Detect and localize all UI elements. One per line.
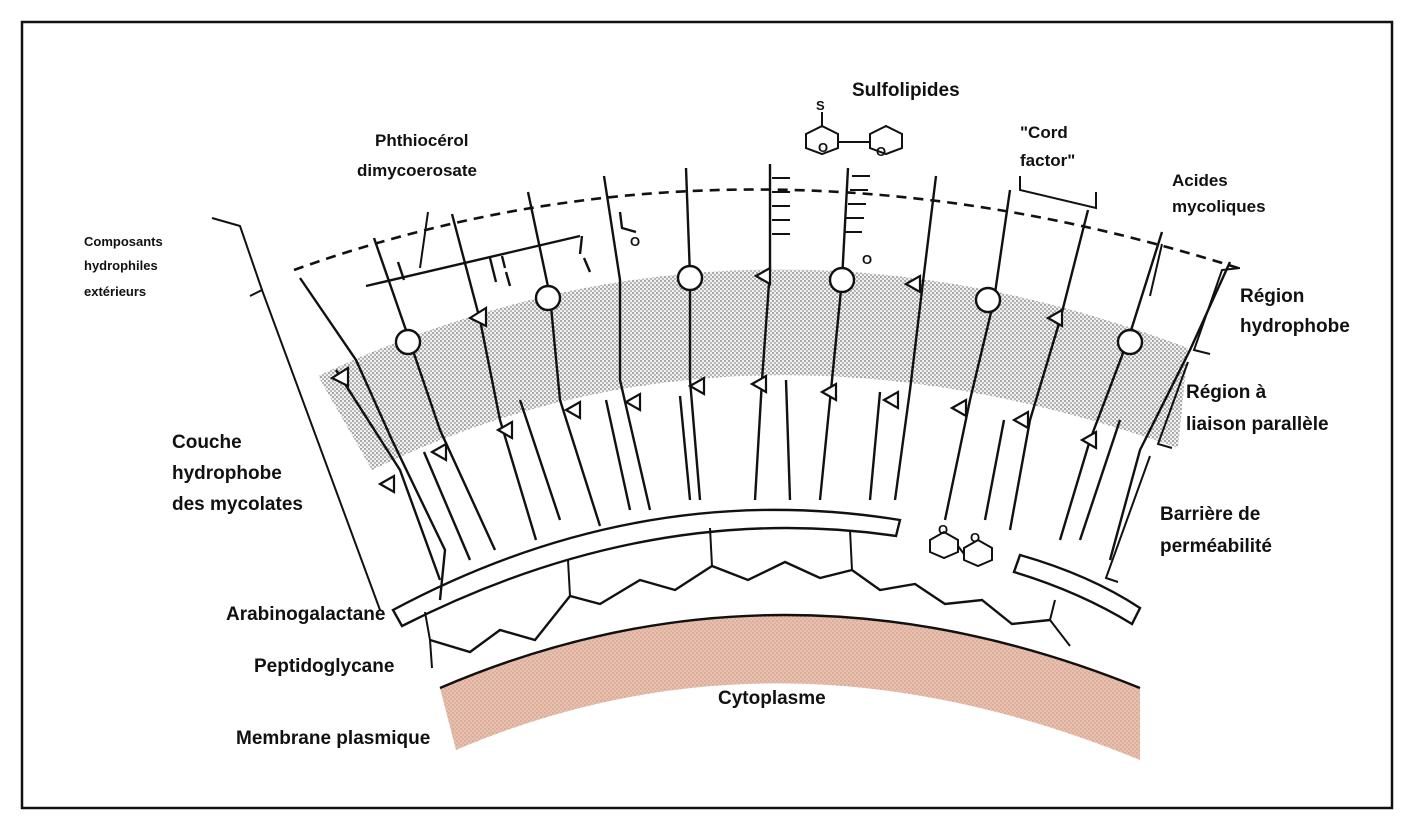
sulfolipid-sugar-rings	[805, 112, 903, 156]
cyclopropane-triangles	[329, 266, 1098, 494]
sulfolipid-ticks	[772, 175, 870, 235]
label-composants-line1: Composants	[84, 234, 163, 249]
label-couche-line1: Couche	[172, 432, 242, 453]
label-region-hydrophobe-line2: hydrophobe	[1240, 316, 1350, 337]
label-oxygen-6: O	[970, 530, 980, 545]
cord-factor-sugar-rings	[929, 530, 993, 568]
label-peptidoglycane: Peptidoglycane	[254, 656, 394, 677]
plasma-membrane-outline	[439, 613, 1141, 690]
label-cord-factor-line2: factor"	[1020, 151, 1075, 170]
arabinogalactane-band-left	[391, 508, 902, 628]
label-region-liaison-line2: liaison parallèle	[1186, 414, 1329, 435]
label-sulfur: S	[816, 98, 825, 113]
label-oxygen-2: O	[876, 144, 886, 159]
label-oxygen-5: O	[938, 522, 948, 537]
brackets	[211, 176, 1241, 611]
figure-frame	[20, 20, 1394, 810]
phthiocerol-comb	[365, 211, 637, 288]
label-composants-line3: extérieurs	[84, 284, 146, 299]
label-acides-line2: mycoliques	[1172, 197, 1266, 216]
label-oxygen-3: O	[862, 252, 872, 267]
label-phthiocerol-line2: dimycoerosate	[357, 161, 477, 180]
hydrophobic-region-band	[318, 269, 1188, 470]
label-region-hydrophobe-line1: Région	[1240, 286, 1304, 307]
label-acides-line1: Acides	[1172, 171, 1228, 190]
label-couche-line3: des mycolates	[172, 494, 303, 515]
label-couche-line2: hydrophobe	[172, 463, 282, 484]
label-barriere-line2: perméabilité	[1160, 536, 1272, 557]
peptidoglycane-links	[424, 527, 1071, 669]
label-membrane: Membrane plasmique	[236, 728, 430, 749]
label-cord-factor-line1: "Cord	[1020, 123, 1068, 142]
label-cytoplasme: Cytoplasme	[718, 688, 826, 709]
peptidoglycane-zigzag	[429, 560, 1051, 654]
label-sulfolipides: Sulfolipides	[852, 80, 960, 101]
label-oxygen-1: O	[818, 140, 828, 155]
label-phthiocerol-line1: Phthiocérol	[375, 131, 469, 150]
label-arabinogalactane: Arabinogalactane	[226, 604, 385, 625]
label-barriere-line1: Barrière de	[1160, 504, 1260, 525]
label-composants-line2: hydrophiles	[84, 258, 158, 273]
label-oxygen-4: O	[630, 234, 640, 249]
label-region-liaison-line1: Région à	[1186, 382, 1267, 403]
cytoplasm-band	[440, 615, 1140, 760]
ester-circles	[394, 264, 1144, 356]
mycolic-acid-chains	[299, 164, 1232, 601]
leader-lines	[419, 211, 1163, 297]
arabinogalactane-band-right	[1012, 553, 1142, 626]
